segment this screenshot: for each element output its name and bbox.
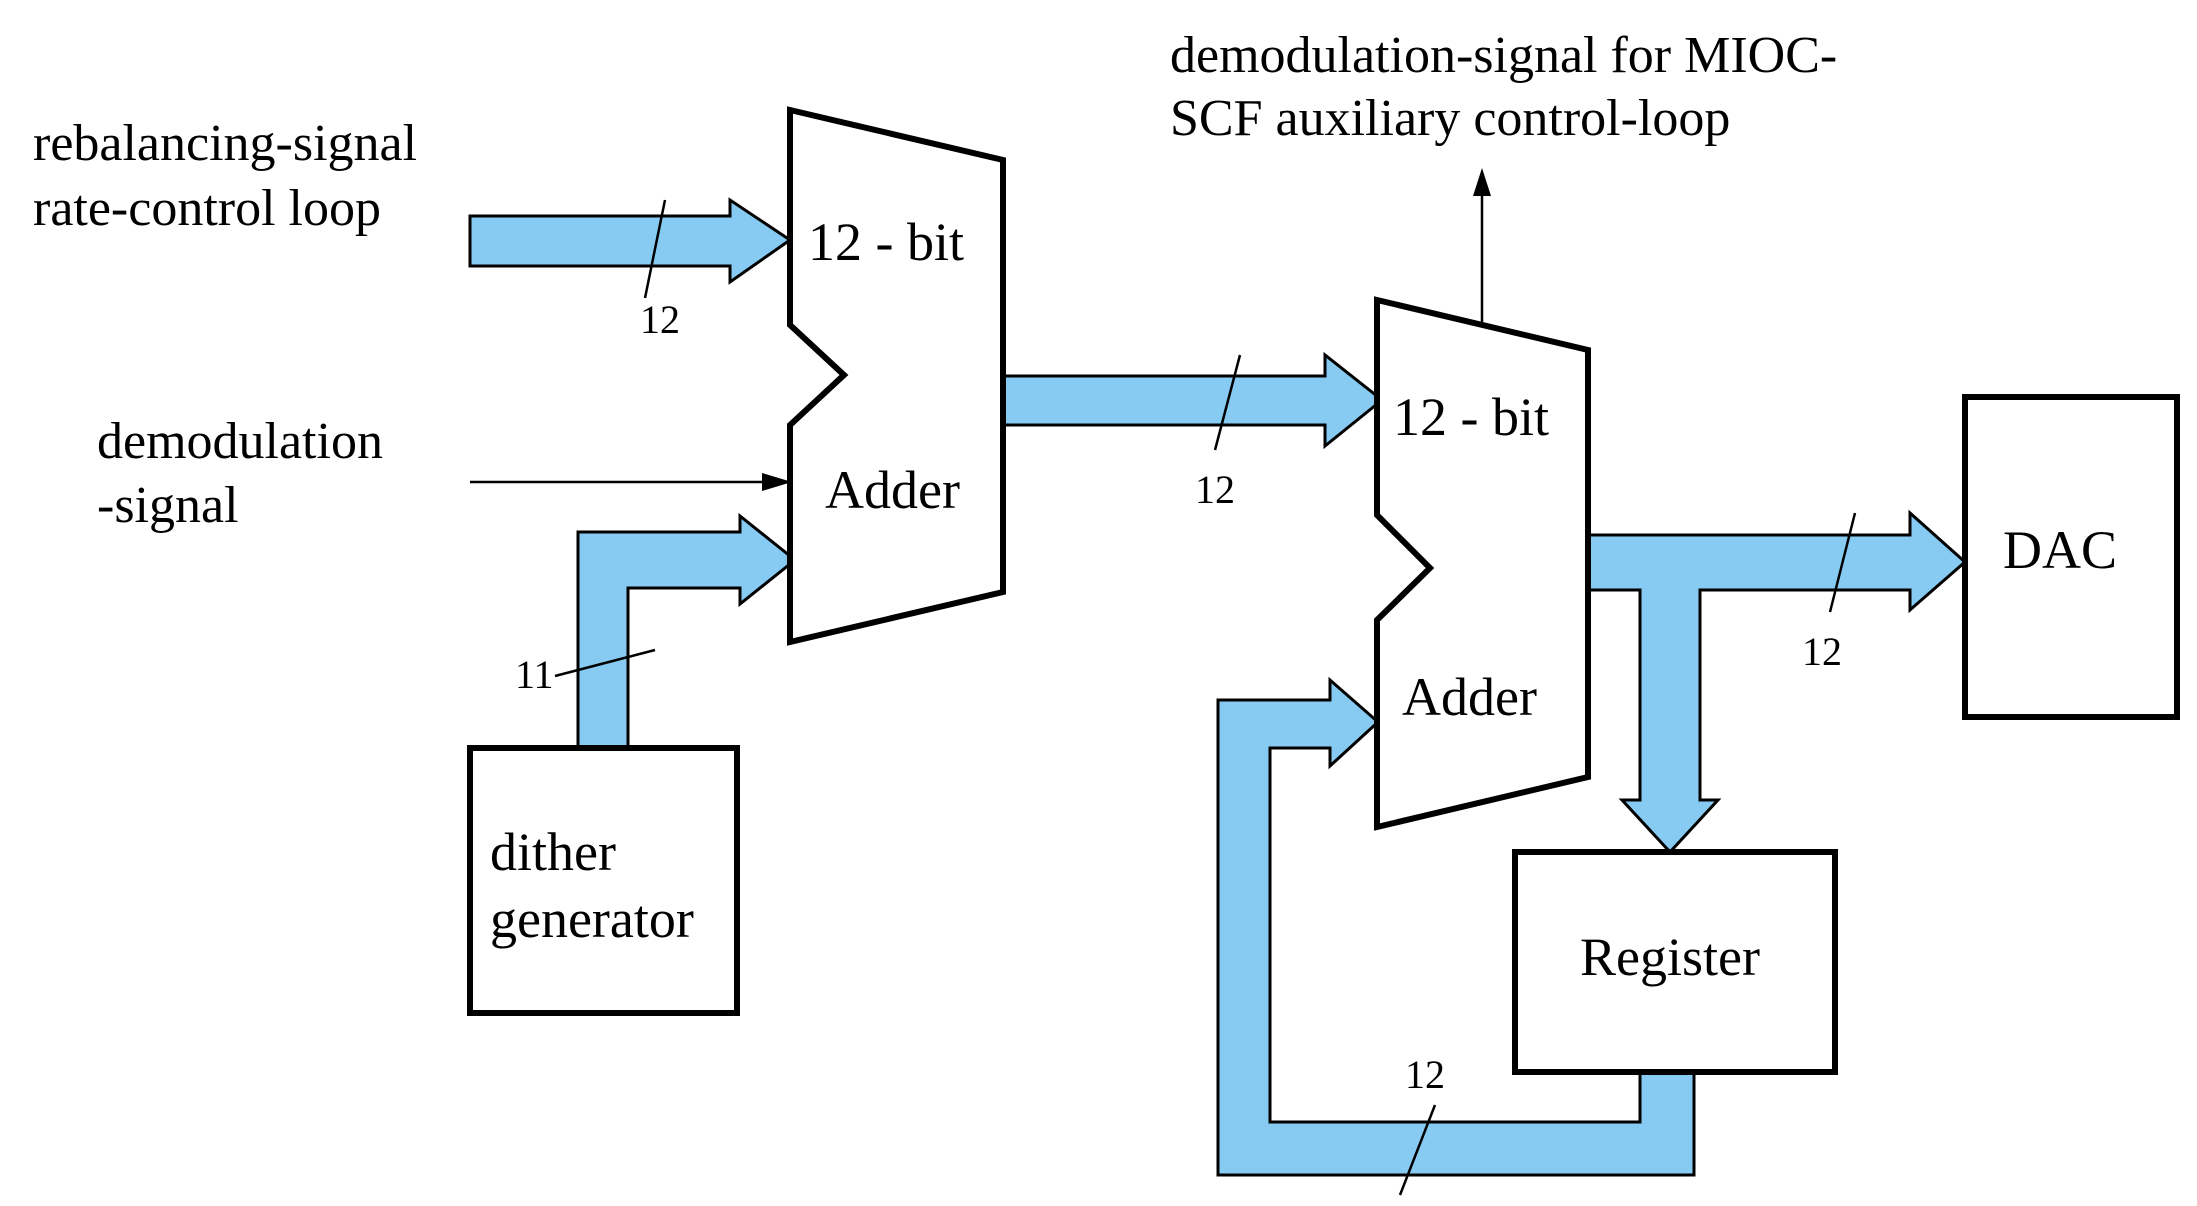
to-dac-bus-tick <box>1828 512 1857 613</box>
adder-1-block <box>787 106 1006 646</box>
dither-bus-tick <box>554 648 656 678</box>
rebalancing-signal-label-line2: rate-control loop <box>33 180 381 237</box>
dither-generator-block <box>467 745 740 1016</box>
demodulation-signal-arrowhead <box>762 473 792 491</box>
aux-demod-label-line1: demodulation-signal for MIOC- <box>1170 27 1837 84</box>
demodulation-signal-label-line2: -signal <box>97 477 239 534</box>
dither-bus-arrow <box>576 512 798 750</box>
rebalancing-bus-tick <box>643 199 667 299</box>
auxiliary-demod-output-arrowhead <box>1473 168 1491 196</box>
dither-generator-label-line1: dither <box>490 822 616 882</box>
register-block <box>1512 849 1838 1075</box>
dac-label: DAC <box>2003 520 2117 580</box>
demodulation-signal-label-line1: demodulation <box>97 413 383 470</box>
adder1-output-bus-width: 12 <box>1195 467 1235 512</box>
rebalancing-bus-width: 12 <box>640 297 680 342</box>
adder-1-width-label: 12 - bit <box>808 212 964 272</box>
dither-generator-label-line2: generator <box>490 889 694 949</box>
aux-demod-label-line2: SCF auxiliary control-loop <box>1170 90 1730 147</box>
adder2-output-bus-arrow <box>1586 509 1968 855</box>
adder-2-width-label: 12 - bit <box>1393 387 1549 447</box>
register-label: Register <box>1580 927 1760 987</box>
dither-bus-width: 11 <box>515 652 554 697</box>
adder-2-block <box>1374 296 1591 831</box>
adder1-output-bus-tick <box>1213 354 1242 451</box>
adder-2-name-label: Adder <box>1402 667 1537 727</box>
adder-1-name-label: Adder <box>825 460 960 520</box>
to-dac-bus-width: 12 <box>1802 629 1842 674</box>
rebalancing-signal-label-line1: rebalancing-signal <box>33 115 417 172</box>
feedback-bus-arrow <box>1216 676 1696 1177</box>
dac-block <box>1962 394 2180 720</box>
feedback-bus-width: 12 <box>1405 1052 1445 1097</box>
rebalancing-bus-arrow <box>468 197 793 285</box>
feedback-bus-tick <box>1398 1104 1437 1196</box>
adder1-output-bus-arrow <box>998 351 1385 450</box>
